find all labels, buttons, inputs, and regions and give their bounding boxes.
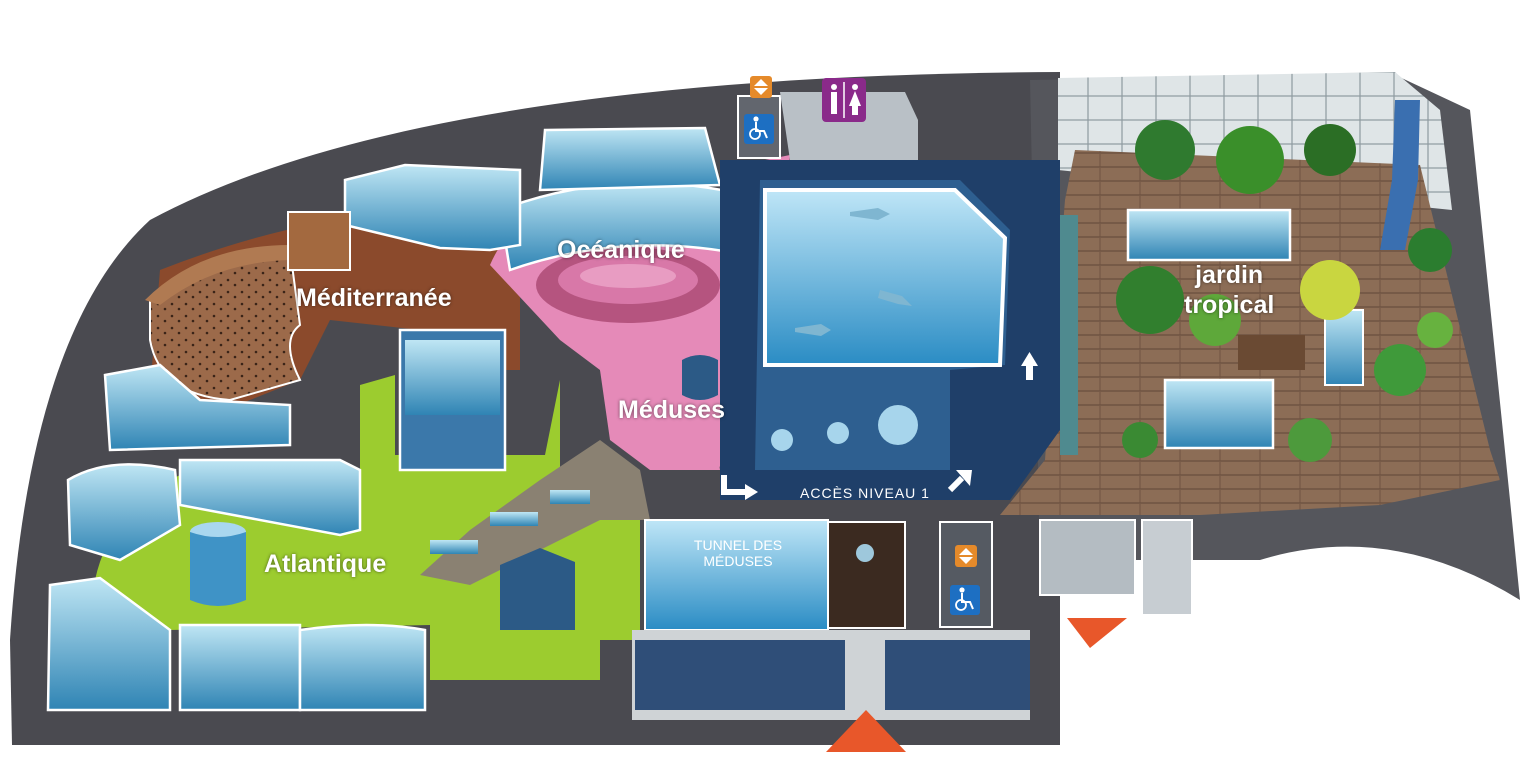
elevator-icon	[750, 76, 772, 98]
stepped-tank	[430, 540, 478, 554]
garden-pool	[1126, 208, 1292, 262]
porthole-window	[878, 405, 918, 445]
tunnel-sign-line1: TUNNEL DES	[694, 537, 782, 553]
direction-arrow-icon	[1021, 352, 1038, 380]
atlantique-front-tank	[298, 623, 427, 712]
glass-doors	[1039, 519, 1136, 596]
lower-walls	[885, 640, 1030, 710]
meduses-cylinder-tank	[682, 355, 718, 400]
tropical-plants	[1116, 120, 1453, 462]
garden-bridge	[1238, 335, 1305, 370]
mediterranee-tank-glass	[405, 340, 500, 415]
lower-walls	[635, 640, 845, 710]
oceanique-back-tank	[538, 126, 722, 192]
amphitheatre-step-inner	[580, 264, 676, 288]
direction-arrow-icon	[721, 475, 758, 500]
shark-silhouette	[850, 208, 890, 220]
ocean-big-tank	[763, 188, 1008, 367]
mediterranee-back-tanks	[343, 163, 522, 252]
mediterranee-cave-tank	[287, 211, 351, 271]
zone-label-atlantique: Atlantique	[264, 550, 387, 578]
wheelchair-icon	[744, 114, 774, 144]
acces-niveau-sign: ACCÈS NIVEAU 1	[800, 485, 930, 501]
stepped-tank	[490, 512, 538, 526]
zone-label-mediterranee: Méditerranée	[296, 284, 452, 312]
side-elevator	[1141, 519, 1193, 616]
entrance-arrow-icon	[1067, 618, 1127, 648]
zone-label-meduses: Méduses	[618, 396, 725, 424]
shark-silhouette	[878, 290, 912, 306]
atlantique-front-tank	[178, 623, 302, 712]
garden-water-channel	[1060, 215, 1078, 455]
mediterranee-rock-wall	[145, 245, 290, 305]
atlantique-round-tank	[66, 463, 182, 562]
dark-exhibit-room	[827, 521, 906, 629]
porthole-window	[856, 544, 874, 562]
atlantique-booth	[500, 548, 575, 630]
direction-arrow-icon	[947, 470, 972, 493]
zone-label-jardin-tropical: jardin tropical	[1184, 261, 1275, 319]
atlantique-row-tanks	[178, 458, 362, 537]
jardin-tropical-floor	[1000, 150, 1500, 515]
mediterranee-side-tanks	[103, 363, 292, 452]
stepped-tank	[550, 490, 590, 504]
restroom-icon	[822, 78, 866, 122]
wheelchair-icon	[950, 585, 980, 615]
elevator-icon	[955, 545, 977, 567]
shark-silhouette	[795, 324, 831, 336]
entrance-arrow-icon	[826, 710, 906, 752]
restroom-block	[780, 92, 918, 160]
garden-tank-tall	[1324, 309, 1364, 386]
porthole-window	[771, 429, 793, 451]
zone-label-oceanique: Océanique	[557, 236, 685, 264]
porthole-window	[827, 422, 849, 444]
atlantique-cylinder-tank	[190, 532, 246, 606]
blue-tree-sculpture	[1380, 100, 1420, 250]
atlantique-corner-tank	[46, 576, 172, 712]
garden-tank	[1163, 378, 1275, 450]
tunnel-sign-line2: MÉDUSES	[703, 553, 772, 569]
